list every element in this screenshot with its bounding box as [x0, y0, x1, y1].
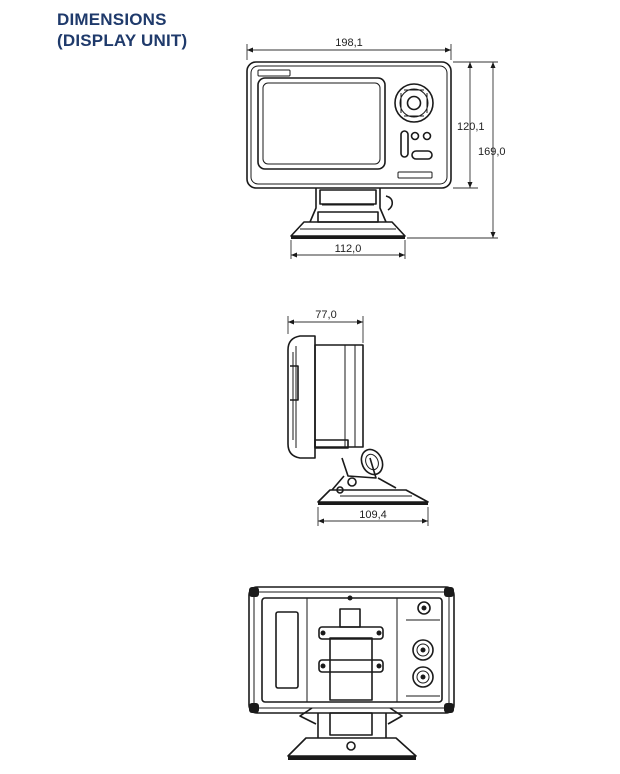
dim-side-base-label: 109,4	[359, 509, 387, 521]
dim-front-base-label: 112,0	[335, 243, 362, 255]
title-line-1: DIMENSIONS	[57, 10, 167, 29]
dim-side-depth: 77,0	[287, 309, 364, 343]
dim-front-height-label: 120,1	[457, 121, 485, 133]
rear-connectors	[406, 601, 440, 697]
diagram-title: DIMENSIONS (DISPLAY UNIT)	[57, 9, 187, 51]
side-view: 77,0 109,4	[287, 309, 429, 526]
dim-front-width: 198,1	[246, 37, 452, 60]
title-line-2: (DISPLAY UNIT)	[57, 31, 188, 50]
front-dpad	[394, 83, 434, 123]
rear-mount-plate	[318, 595, 384, 701]
front-bracket	[290, 188, 406, 239]
front-screen	[257, 77, 386, 170]
dim-front-total-height: 169,0	[407, 61, 506, 239]
side-mount-arm	[331, 448, 397, 494]
dim-front-height: 120,1	[453, 61, 485, 189]
front-housing	[246, 61, 452, 189]
side-body	[314, 344, 364, 448]
rear-stand	[287, 707, 417, 760]
front-view: 198,1 120,1 169,0 112,0	[246, 37, 506, 259]
dim-side-depth-label: 77,0	[315, 309, 336, 321]
dim-front-width-label: 198,1	[335, 37, 363, 49]
rear-view	[248, 586, 455, 760]
dim-side-base: 109,4	[317, 507, 429, 526]
dim-front-base: 112,0	[290, 240, 406, 259]
dim-front-total-height-label: 169,0	[478, 146, 506, 158]
front-buttons	[397, 130, 433, 179]
side-bezel	[287, 335, 316, 459]
rear-label-slot	[275, 611, 299, 689]
